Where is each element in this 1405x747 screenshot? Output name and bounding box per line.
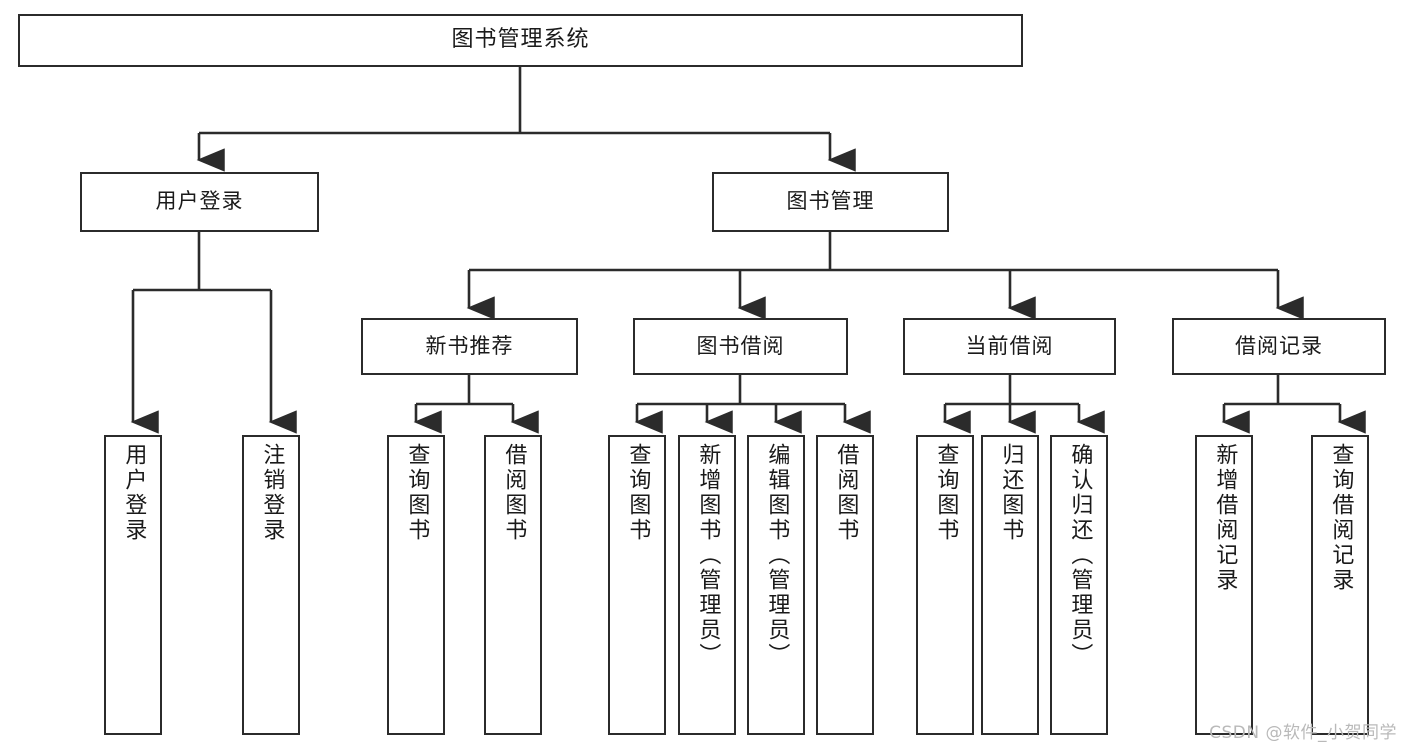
leaf-query-book-2[interactable]: 查询图书 — [608, 435, 666, 735]
node-book-manage-label: 图书管理 — [786, 189, 875, 214]
leaf-borrow-book-1-label: 借阅图书 — [501, 443, 527, 543]
node-book-manage[interactable]: 图书管理 — [712, 172, 949, 232]
leaf-return-book-label: 归还图书 — [998, 443, 1024, 543]
node-user-login[interactable]: 用户登录 — [80, 172, 319, 232]
leaf-query-book-3[interactable]: 查询图书 — [916, 435, 974, 735]
leaf-borrow-book-1[interactable]: 借阅图书 — [484, 435, 542, 735]
node-borrow-record[interactable]: 借阅记录 — [1172, 318, 1386, 375]
node-book-borrow-label: 图书借阅 — [696, 333, 785, 358]
leaf-query-record-label: 查询借阅记录 — [1328, 443, 1354, 593]
node-new-book-rec[interactable]: 新书推荐 — [361, 318, 578, 375]
leaf-query-book-2-label: 查询图书 — [625, 443, 651, 543]
leaf-user-login-label: 用户登录 — [121, 443, 147, 543]
node-root-system[interactable]: 图书管理系统 — [18, 14, 1023, 67]
leaf-edit-book-label: 编辑图书（管理员） — [764, 443, 790, 668]
leaf-logout-login[interactable]: 注销登录 — [242, 435, 300, 735]
node-new-book-rec-label: 新书推荐 — [425, 333, 514, 358]
node-borrow-record-label: 借阅记录 — [1235, 333, 1323, 358]
leaf-query-book-1[interactable]: 查询图书 — [387, 435, 445, 735]
node-root-label: 图书管理系统 — [451, 27, 590, 53]
node-current-borrow-label: 当前借阅 — [965, 333, 1054, 358]
node-current-borrow[interactable]: 当前借阅 — [903, 318, 1116, 375]
leaf-query-book-1-label: 查询图书 — [404, 443, 430, 543]
leaf-user-login[interactable]: 用户登录 — [104, 435, 162, 735]
leaf-add-record[interactable]: 新增借阅记录 — [1195, 435, 1253, 735]
leaf-add-record-label: 新增借阅记录 — [1212, 443, 1238, 593]
leaf-return-book[interactable]: 归还图书 — [981, 435, 1039, 735]
leaf-confirm-return[interactable]: 确认归还（管理员） — [1050, 435, 1108, 735]
leaf-add-book-label: 新增图书（管理员） — [695, 443, 721, 668]
node-user-login-label: 用户登录 — [155, 189, 244, 214]
node-book-borrow[interactable]: 图书借阅 — [633, 318, 848, 375]
leaf-logout-login-label: 注销登录 — [259, 443, 285, 543]
leaf-confirm-return-label: 确认归还（管理员） — [1067, 443, 1093, 668]
leaf-borrow-book-2[interactable]: 借阅图书 — [816, 435, 874, 735]
leaf-query-record[interactable]: 查询借阅记录 — [1311, 435, 1369, 735]
leaf-borrow-book-2-label: 借阅图书 — [833, 443, 859, 543]
leaf-query-book-3-label: 查询图书 — [933, 443, 959, 543]
leaf-add-book[interactable]: 新增图书（管理员） — [678, 435, 736, 735]
leaf-edit-book[interactable]: 编辑图书（管理员） — [747, 435, 805, 735]
